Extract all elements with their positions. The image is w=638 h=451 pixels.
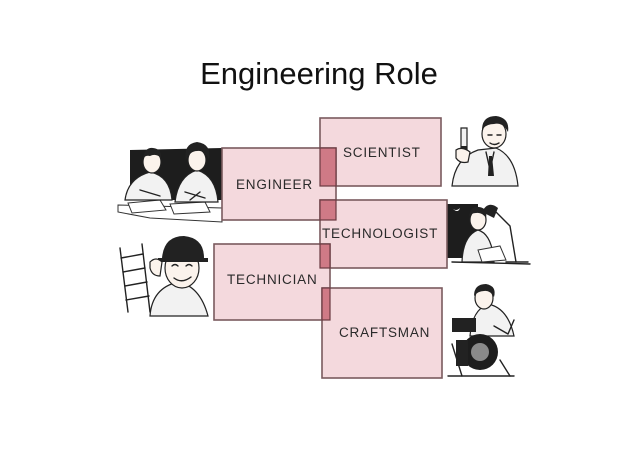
technologist-box xyxy=(319,199,448,269)
technician-box xyxy=(213,243,331,321)
scientist-engineer-overlap xyxy=(319,147,337,187)
technologist-label: TECHNOLOGIST xyxy=(322,226,438,241)
role-boxes xyxy=(213,117,448,379)
technologist-technician-overlap xyxy=(319,243,331,269)
craftsman-label: CRAFTSMAN xyxy=(339,325,430,340)
craftsman-illustration xyxy=(447,284,515,377)
engineer-technologist-overlap xyxy=(319,199,337,221)
technician-illustration xyxy=(119,236,209,317)
scientist-label: SCIENTIST xyxy=(343,145,421,160)
engineers-illustration xyxy=(117,142,223,223)
craftsman-box xyxy=(321,287,443,379)
technician-label: TECHNICIAN xyxy=(227,272,318,287)
scientist-box xyxy=(319,117,442,187)
scientist-illustration xyxy=(451,116,519,187)
technician-craftsman-overlap xyxy=(321,287,331,321)
technologist-illustration xyxy=(447,204,531,265)
slide-title: Engineering Role xyxy=(200,56,438,91)
engineer-label: ENGINEER xyxy=(236,177,313,192)
